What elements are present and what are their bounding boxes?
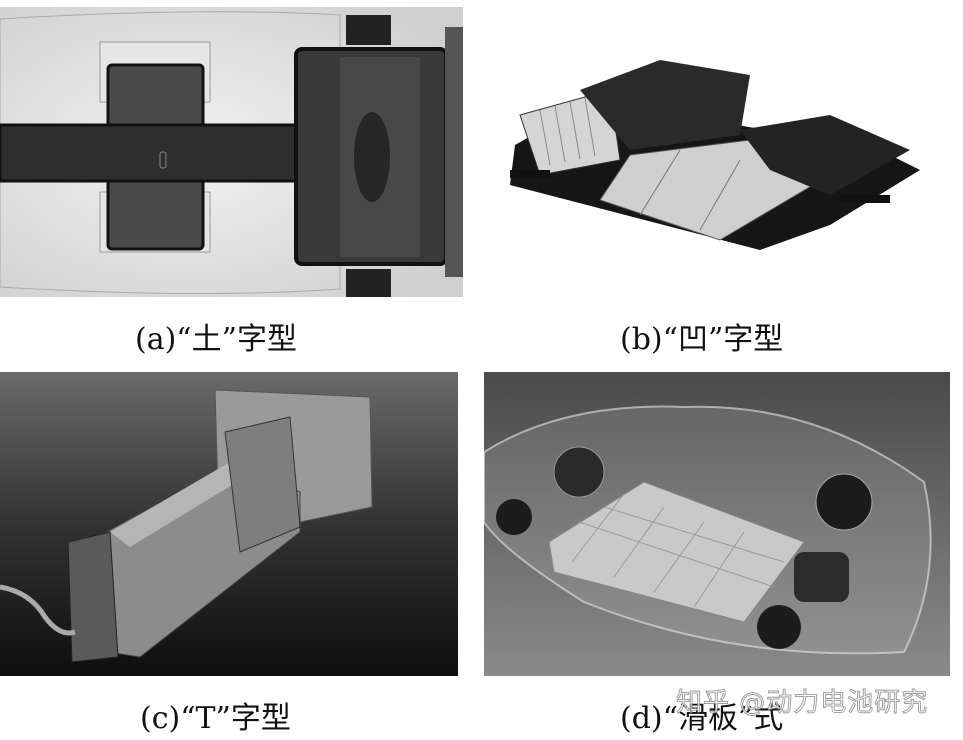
figure-panel-b: [480, 0, 963, 300]
battery-pack-ao-shape-image: [510, 60, 920, 250]
caption-a: (a)“土”字型: [135, 322, 297, 357]
figure-panel-c: [0, 372, 458, 676]
skateboard-chassis-image: [484, 372, 950, 676]
figure-panel-d: [484, 372, 950, 676]
caption-c: (c)“T”字型: [140, 701, 291, 736]
figure-panel-a: [0, 7, 463, 297]
battery-pack-tu-shape-image: [0, 7, 463, 297]
battery-pack-t-shape-image: [0, 372, 458, 676]
watermark-text: 知乎 @动力电池研究: [675, 688, 929, 719]
caption-d: (d)“滑板”式: [620, 701, 784, 736]
caption-b: (b)“凹”字型: [620, 322, 784, 357]
